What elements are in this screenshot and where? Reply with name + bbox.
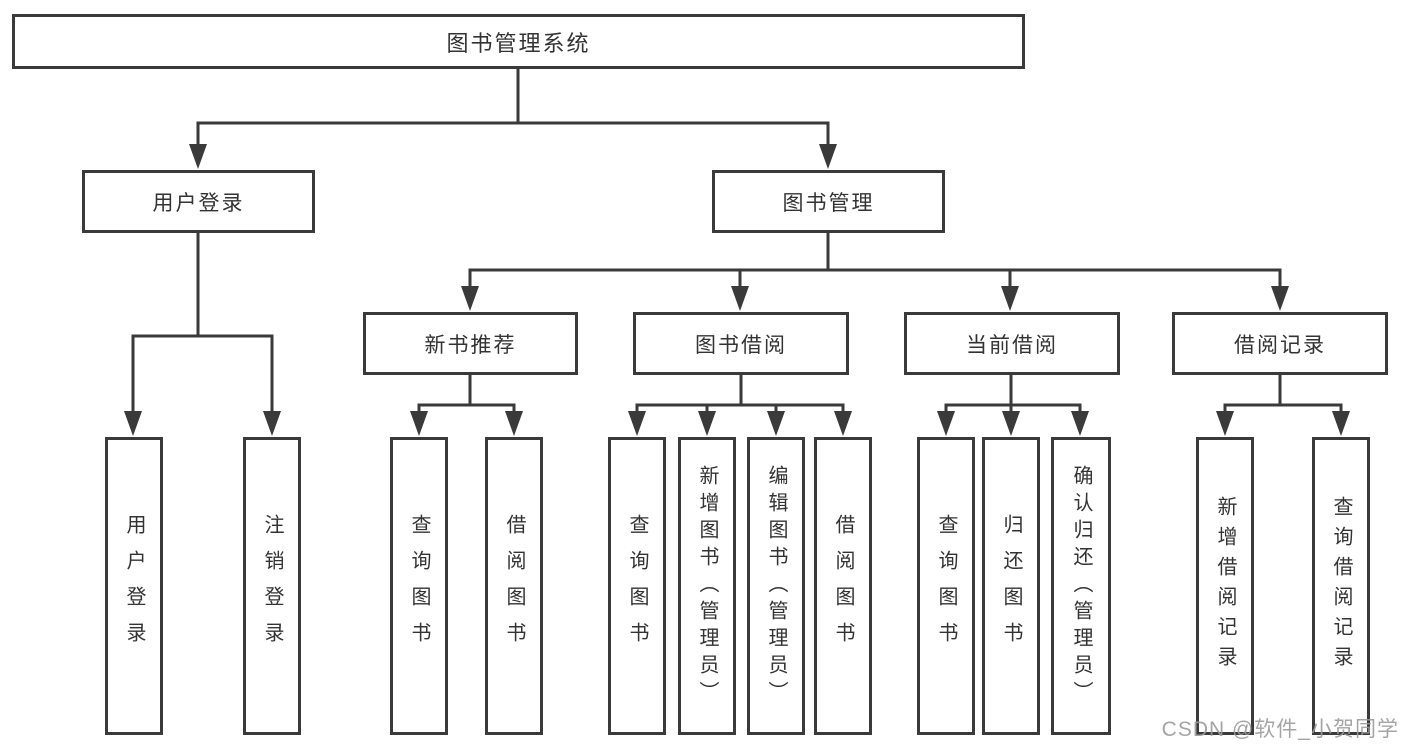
leaf-borrow-books-recommend-label: 借阅图书 xyxy=(503,514,525,658)
leaf-edit-book-admin: 编辑图书（管理员） xyxy=(747,437,805,735)
leaf-add-book-admin-label: 新增图书（管理员） xyxy=(696,464,718,708)
node-system-root: 图书管理系统 xyxy=(12,14,1025,69)
node-current-borrow: 当前借阅 xyxy=(904,312,1120,375)
leaf-user-login-label: 用户登录 xyxy=(123,514,145,658)
leaf-logout-label: 注销登录 xyxy=(261,514,283,658)
node-user-login-module: 用户登录 xyxy=(82,170,315,233)
leaf-confirm-return-admin-label: 确认归还（管理员） xyxy=(1070,464,1092,708)
leaf-query-books-borrow: 查询图书 xyxy=(608,437,666,735)
leaf-confirm-return-admin: 确认归还（管理员） xyxy=(1051,437,1111,735)
node-book-management-module: 图书管理 xyxy=(712,170,945,233)
leaf-query-borrow-record: 查询借阅记录 xyxy=(1312,437,1370,735)
leaf-return-book: 归还图书 xyxy=(982,437,1040,735)
node-new-book-recommend: 新书推荐 xyxy=(363,312,578,375)
leaf-add-borrow-record-label: 新增借阅记录 xyxy=(1214,496,1236,676)
leaf-query-books-current-label: 查询图书 xyxy=(935,514,957,658)
connector-paths xyxy=(131,69,1343,417)
leaf-borrow-books: 借阅图书 xyxy=(814,437,872,735)
leaf-add-book-admin: 新增图书（管理员） xyxy=(678,437,736,735)
leaf-return-book-label: 归还图书 xyxy=(1000,514,1022,658)
leaf-edit-book-admin-label: 编辑图书（管理员） xyxy=(765,464,787,708)
leaf-logout: 注销登录 xyxy=(243,437,301,735)
arrow-down-icons xyxy=(124,144,1350,436)
leaf-query-books-current: 查询图书 xyxy=(917,437,975,735)
leaf-query-books-borrow-label: 查询图书 xyxy=(626,514,648,658)
leaf-borrow-books-label: 借阅图书 xyxy=(832,514,854,658)
leaf-borrow-books-recommend: 借阅图书 xyxy=(485,437,543,735)
leaf-query-books-recommend: 查询图书 xyxy=(390,437,448,735)
leaf-query-books-recommend-label: 查询图书 xyxy=(408,514,430,658)
leaf-query-borrow-record-label: 查询借阅记录 xyxy=(1330,496,1352,676)
node-borrow-records: 借阅记录 xyxy=(1172,312,1388,375)
node-book-borrow: 图书借阅 xyxy=(633,312,849,375)
csdn-watermark: CSDN @软件_小贺同学 xyxy=(1161,718,1399,741)
leaf-add-borrow-record: 新增借阅记录 xyxy=(1196,437,1254,735)
leaf-user-login: 用户登录 xyxy=(105,437,163,735)
